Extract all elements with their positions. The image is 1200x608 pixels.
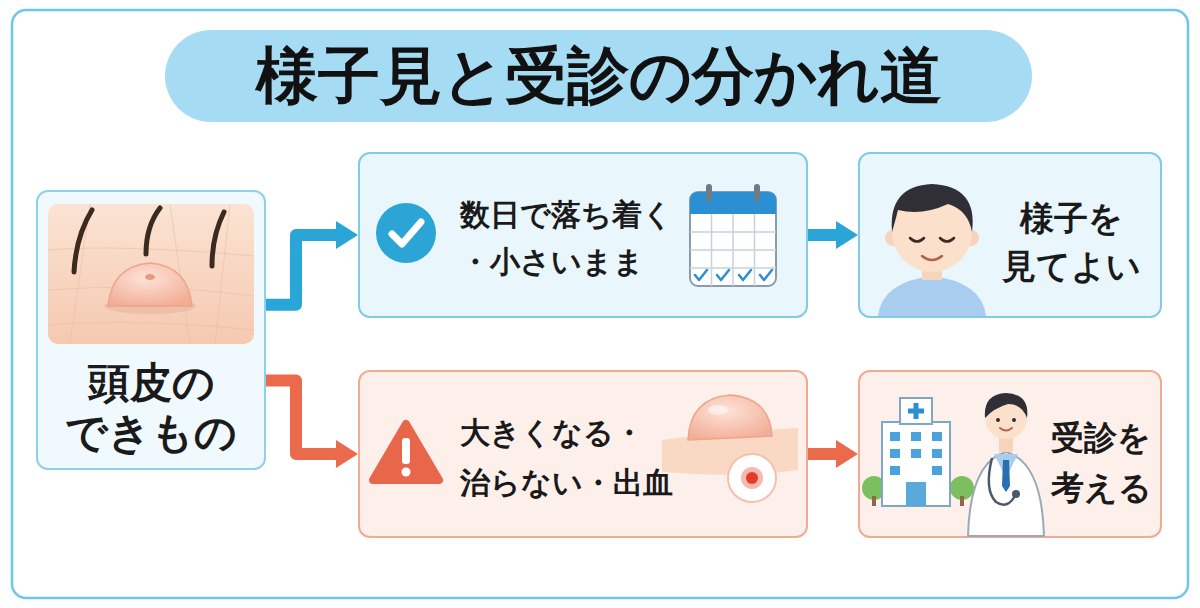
calendar-icon xyxy=(754,184,760,202)
flow-arrow xyxy=(266,380,336,454)
relaxed-person xyxy=(922,262,942,280)
growing-bump xyxy=(728,454,776,502)
flow-box: 数日で落ち着く ・小さいまま xyxy=(358,152,808,318)
relaxed-person xyxy=(892,184,973,232)
check-icon xyxy=(376,203,436,263)
relaxed-person xyxy=(878,276,986,316)
calendar-icon xyxy=(690,192,776,214)
doctor-figure xyxy=(1012,418,1016,422)
relaxed-person xyxy=(878,184,986,316)
title-pill: 様子見と受診の分かれ道 xyxy=(165,30,1032,122)
scalp-illustration xyxy=(108,263,192,306)
growing-bump xyxy=(741,467,763,489)
doctor-figure xyxy=(985,397,1027,439)
doctor-figure xyxy=(994,454,1018,478)
warning-icon xyxy=(402,438,410,464)
scalp-illustration xyxy=(74,210,92,272)
flow-box: 受診を 考える xyxy=(858,370,1162,538)
relaxed-person xyxy=(922,256,942,260)
doctor-figure xyxy=(968,393,1044,536)
flow-box: 頭皮の できもの xyxy=(36,190,266,470)
check-icon xyxy=(376,203,436,263)
scalp-illustration xyxy=(48,204,254,344)
hospital-icon xyxy=(862,476,886,500)
calendar-icon xyxy=(706,184,712,202)
doctor-figure xyxy=(989,458,1016,505)
warning-icon xyxy=(373,424,439,480)
scalp-illustration xyxy=(48,204,254,344)
box-text: 頭皮の できもの xyxy=(38,358,264,458)
hospital-icon xyxy=(950,476,974,500)
calendar-icon xyxy=(690,214,776,286)
scalp-illustration xyxy=(146,208,160,254)
doctor-figure xyxy=(985,393,1027,418)
hospital-icon xyxy=(906,482,926,506)
calendar-icon xyxy=(695,270,772,280)
scalp-illustration xyxy=(104,298,196,314)
outer-frame xyxy=(12,10,1188,598)
relaxed-person xyxy=(963,230,979,246)
hospital-icon xyxy=(890,432,942,475)
flow-box: 様子を 見てよい xyxy=(858,152,1162,318)
box-text: 大きくなる・ 治らない・出血 xyxy=(460,408,700,508)
flow-arrow xyxy=(808,448,836,460)
warning-icon xyxy=(373,424,439,480)
flow-box: 大きくなる・ 治らない・出血 xyxy=(358,370,808,538)
doctor-figure xyxy=(996,418,1000,422)
box-text: 数日で落ち着く ・小さいまま xyxy=(460,191,700,285)
hospital-icon xyxy=(862,398,974,506)
hospital-icon xyxy=(900,398,932,424)
title-text: 様子見と受診の分かれ道 xyxy=(165,30,1032,122)
box-text: 受診を 考える xyxy=(1045,413,1157,513)
scalp-illustration xyxy=(145,274,155,280)
relaxed-person xyxy=(910,238,954,242)
hospital-icon xyxy=(882,422,950,506)
box-text: 様子を 見てよい xyxy=(995,194,1147,290)
calendar-icon xyxy=(690,192,776,286)
growing-bump xyxy=(708,405,728,415)
growing-bump xyxy=(688,395,772,440)
calendar-icon xyxy=(690,184,776,286)
scalp-illustration xyxy=(212,212,224,266)
check-icon xyxy=(392,222,421,244)
doctor-figure xyxy=(1000,428,1012,431)
growing-bump xyxy=(662,428,798,475)
hospital-icon xyxy=(908,403,924,419)
hospital-icon xyxy=(960,496,964,506)
doctor-figure xyxy=(999,436,1013,452)
growing-bump xyxy=(662,395,798,502)
hospital-icon xyxy=(872,496,876,506)
flow-arrow xyxy=(266,235,336,305)
flow-arrow xyxy=(808,229,836,241)
warning-icon xyxy=(402,468,411,477)
doctor-figure xyxy=(968,452,1044,536)
relaxed-person xyxy=(892,192,972,272)
growing-bump xyxy=(746,472,758,484)
doctor-figure xyxy=(1002,460,1010,492)
relaxed-person xyxy=(885,230,901,246)
doctor-figure xyxy=(1012,490,1020,498)
scalp-illustration xyxy=(48,204,254,344)
